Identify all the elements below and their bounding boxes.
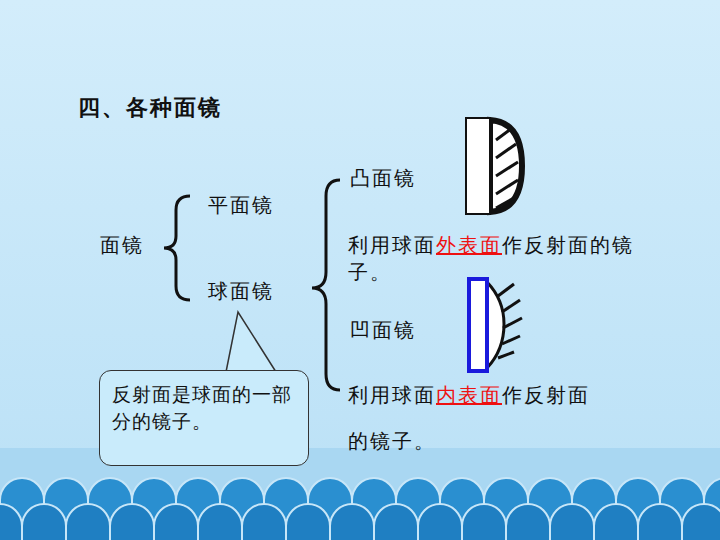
wave [682, 504, 720, 540]
brace [164, 196, 190, 300]
wave [242, 504, 286, 540]
wave [22, 504, 66, 540]
wave [110, 504, 154, 540]
convex-mirror [466, 118, 490, 214]
definition-text: 利用球面内表面作反射面的镜子。 [348, 372, 600, 464]
wave [66, 504, 110, 540]
concave-mirror [469, 279, 487, 371]
hatching [496, 128, 518, 208]
wave [506, 504, 550, 540]
hatching [498, 284, 522, 358]
slide-title: 四、各种面镜 [78, 94, 222, 121]
wave [638, 504, 682, 540]
category-label: 面镜 [100, 232, 144, 259]
item-label: 凸面镜 [350, 165, 416, 192]
callout-pointer [226, 312, 276, 372]
wave [0, 504, 22, 540]
wave-pattern [0, 478, 720, 540]
wave [374, 504, 418, 540]
item-label: 平面镜 [208, 192, 274, 219]
wave [198, 504, 242, 540]
brace [312, 180, 340, 390]
definition-text: 利用球面外表面作反射面的镜子。 [348, 232, 636, 286]
item-label: 凹面镜 [350, 317, 416, 344]
item-label: 球面镜 [208, 278, 274, 305]
callout-box: 反射面是球面的一部分的镜子。 [99, 370, 309, 466]
mirror-back [490, 120, 522, 212]
wave [330, 504, 374, 540]
wave [418, 504, 462, 540]
wave [154, 504, 198, 540]
wave [550, 504, 594, 540]
wave [462, 504, 506, 540]
wave [286, 504, 330, 540]
callout-text: 反射面是球面的一部分的镜子。 [112, 381, 296, 435]
wave [594, 504, 638, 540]
